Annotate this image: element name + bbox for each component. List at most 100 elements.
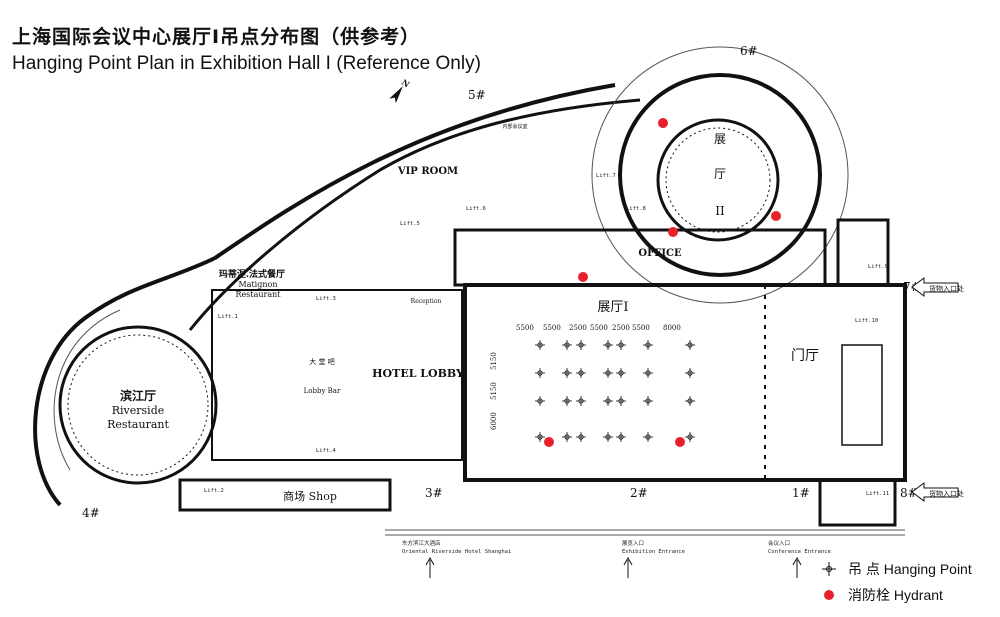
hanging-point bbox=[616, 340, 626, 350]
hanging-point bbox=[603, 396, 613, 406]
matignon-cn-label: 玛蒂涅.法式餐厅 bbox=[219, 268, 285, 280]
hanging-point bbox=[562, 340, 572, 350]
svg-text:2500: 2500 bbox=[569, 324, 587, 332]
hanging-point bbox=[576, 368, 586, 378]
hotel-lobby-label: HOTEL LOBBY bbox=[372, 367, 464, 380]
hydrant bbox=[668, 227, 678, 237]
entrance-2: 2# bbox=[630, 486, 648, 500]
hydrant-dot-icon bbox=[818, 590, 840, 600]
riverside-inner-ring bbox=[67, 334, 209, 476]
crosshair-icon bbox=[818, 562, 840, 576]
north-wing-inner-wall bbox=[188, 98, 641, 331]
hanging-point bbox=[576, 432, 586, 442]
north-arrow-icon: N bbox=[389, 77, 412, 104]
dimension-vertical: 5150 5150 6000 bbox=[490, 352, 498, 430]
hanging-point bbox=[643, 368, 653, 378]
hanging-point bbox=[603, 432, 613, 442]
hydrant bbox=[771, 211, 781, 221]
lift-2: Lift.2 bbox=[204, 488, 224, 494]
vip-room-label: VIP ROOM bbox=[397, 166, 458, 177]
legend-hydrant-label: 消防栓 Hydrant bbox=[848, 587, 943, 603]
hanging-point bbox=[643, 340, 653, 350]
conference-entrance-cn: 会议入口 bbox=[768, 539, 790, 547]
title-chinese: 上海国际会议中心展厅Ⅰ吊点分布图（供参考） bbox=[12, 26, 421, 48]
hanging-point bbox=[576, 396, 586, 406]
lift-6: Lift.6 bbox=[466, 206, 486, 212]
east-stair-block bbox=[836, 218, 890, 287]
hanging-point bbox=[643, 432, 653, 442]
hanging-points bbox=[535, 340, 695, 442]
exhibition-entrance-en: Exhibition Entrance bbox=[622, 549, 685, 555]
hotel-entrance-en: Oriental Riverside Hotel Shanghai bbox=[402, 549, 511, 555]
hanging-point bbox=[562, 396, 572, 406]
lift-8: Lift.8 bbox=[626, 206, 646, 212]
hanging-point bbox=[562, 432, 572, 442]
hall2-outer-terrace bbox=[591, 46, 849, 304]
hanging-point bbox=[603, 368, 613, 378]
hall2-ring-dashed bbox=[665, 127, 771, 233]
svg-text:6000: 6000 bbox=[490, 412, 498, 430]
hanging-point bbox=[616, 396, 626, 406]
svg-text:8000: 8000 bbox=[663, 324, 681, 332]
reception-label: Reception bbox=[411, 298, 442, 305]
hanging-point bbox=[535, 368, 545, 378]
hall2-inner-wall bbox=[656, 118, 780, 242]
entrance-5: 5# bbox=[468, 88, 486, 102]
title-english: Hanging Point Plan in Exhibition Hall I … bbox=[12, 53, 481, 74]
hydrant bbox=[578, 272, 588, 282]
neibu-label: 内部会议室 bbox=[502, 123, 527, 130]
entrance-3: 3# bbox=[425, 486, 443, 500]
title-block: 上海国际会议中心展厅Ⅰ吊点分布图（供参考） Hanging Point Plan… bbox=[12, 22, 481, 75]
svg-text:5150: 5150 bbox=[490, 382, 498, 400]
legend-hydrant-row: 消防栓 Hydrant bbox=[818, 582, 972, 608]
matignon-en-label2: Restaurant bbox=[236, 290, 282, 299]
svg-text:货物入口处: 货物入口处 bbox=[929, 489, 964, 498]
hall1-wall bbox=[463, 283, 907, 482]
lift-4: Lift.4 bbox=[316, 448, 337, 454]
legend: 吊 点 Hanging Point 消防栓 Hydrant bbox=[818, 556, 972, 608]
svg-text:2500: 2500 bbox=[612, 324, 630, 332]
hall2-num-label: II bbox=[715, 204, 725, 218]
hanging-point bbox=[616, 368, 626, 378]
hydrant bbox=[544, 437, 554, 447]
lift-10: Lift.10 bbox=[855, 318, 878, 324]
hanging-point bbox=[685, 340, 695, 350]
lobby-bar-en-label: Lobby Bar bbox=[304, 387, 341, 395]
exhibition-entrance-cn: 展览入口 bbox=[622, 539, 644, 547]
svg-text:5500: 5500 bbox=[590, 324, 608, 332]
north-wing-outer-wall bbox=[33, 83, 616, 507]
lift-9: Lift.9 bbox=[868, 264, 888, 270]
hanging-point bbox=[576, 340, 586, 350]
svg-text:货物入口处: 货物入口处 bbox=[929, 284, 964, 293]
hydrant bbox=[675, 437, 685, 447]
lift-7: Lift.7 bbox=[596, 173, 616, 179]
riverside-rotunda bbox=[58, 325, 218, 485]
hanging-point bbox=[643, 396, 653, 406]
shop-label: 商场 Shop bbox=[283, 489, 337, 503]
dimension-horizontal: 5500 5500 2500 5500 2500 5500 8000 bbox=[516, 324, 681, 332]
hanging-point bbox=[685, 432, 695, 442]
hall2-cn-label: 展 bbox=[714, 132, 726, 146]
entrance-1: 1# bbox=[792, 486, 810, 500]
shop-block bbox=[178, 478, 392, 512]
hall2-outer-wall bbox=[618, 73, 822, 277]
svg-text:5150: 5150 bbox=[490, 352, 498, 370]
hanging-point bbox=[535, 432, 545, 442]
escalator-block bbox=[841, 344, 883, 446]
riverside-terrace bbox=[53, 309, 121, 471]
office-label: OFFICE bbox=[638, 248, 682, 259]
lift-5: Lift.5 bbox=[400, 221, 420, 227]
hanging-point bbox=[685, 368, 695, 378]
svg-text:5500: 5500 bbox=[516, 324, 534, 332]
riverside-cn-label: 滨江厅 bbox=[120, 388, 156, 403]
entrance-6: 6# bbox=[740, 44, 758, 58]
hanging-point bbox=[603, 340, 613, 350]
cargo-arrow-east-top: 货物入口处 bbox=[911, 277, 964, 297]
legend-hanging-label: 吊 点 Hanging Point bbox=[848, 561, 972, 577]
entrance-arrows bbox=[425, 556, 802, 578]
gate-hall-label: 门厅 bbox=[791, 348, 819, 364]
hotel-entrance-cn: 东方滨江大酒店 bbox=[402, 539, 441, 547]
svg-text:N: N bbox=[400, 77, 412, 89]
hanging-point bbox=[685, 396, 695, 406]
